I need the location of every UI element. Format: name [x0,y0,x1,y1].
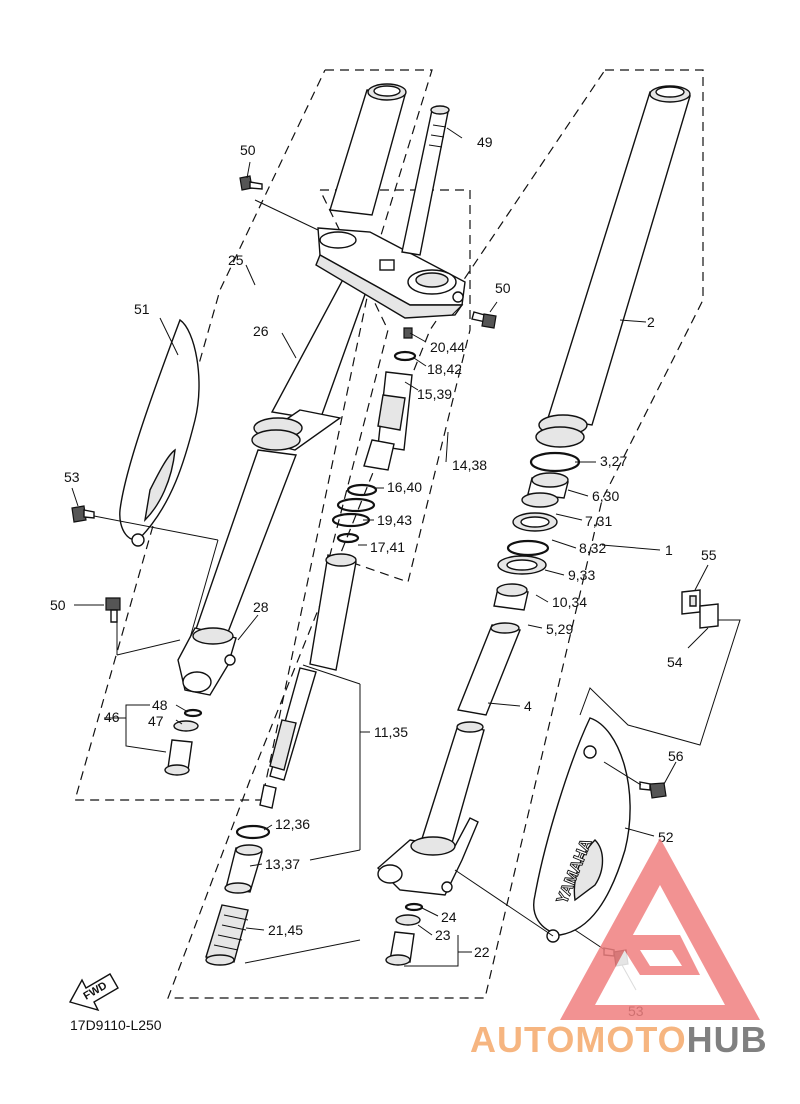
callout-50-right: 50 [495,280,511,296]
bolt-50-left [105,597,121,623]
right-inner-tube [419,622,521,851]
callout-7-31: 7,31 [585,513,612,529]
callout-51: 51 [134,301,150,317]
bolt-50-top [239,175,263,191]
outline-right-assembly [167,69,704,999]
callout-24: 24 [441,909,457,925]
callout-16-40: 16,40 [387,479,422,495]
callout-47: 47 [148,713,164,729]
left-fork-guard [119,318,200,547]
callout-26: 26 [253,323,269,339]
damper-rod-assembly [259,553,357,809]
watermark-text: AUTOMOTOHUB [470,1019,768,1060]
cable-guide-parts [681,589,719,629]
watermark-logo-triangle [560,838,760,1020]
callout-1: 1 [665,542,673,558]
callout-9-33: 9,33 [568,567,595,583]
left-outer-tube [194,83,407,641]
diagram-code: 17D9110-L250 [70,1017,162,1033]
callout-55: 55 [701,547,717,563]
callout-8-32: 8,32 [579,540,606,556]
callout-18-42: 18,42 [427,361,462,377]
callout-28: 28 [253,599,269,615]
watermark: AUTOMOTOHUB [470,838,768,1060]
callout-21-45: 21,45 [268,922,303,938]
part-callouts: 49 50 50 50 25 26 51 53 28 48 47 46 2 20… [50,134,717,1019]
upper-triple-clamp [315,227,466,319]
callout-19-43: 19,43 [377,512,412,528]
right-seal-stack [493,451,581,611]
callout-3-27: 3,27 [600,453,627,469]
callout-10-34: 10,34 [552,594,587,610]
leader-lines [71,127,741,991]
callout-23: 23 [435,927,451,943]
callout-2: 2 [647,314,655,330]
callout-50-left: 50 [50,597,66,613]
callout-52: 52 [658,829,674,845]
left-axle-bracket [177,627,237,696]
watermark-text-part1: AUTOMOTO [470,1019,687,1060]
steering-stem [401,105,450,256]
callout-5-29: 5,29 [546,621,573,637]
left-drain-parts [164,708,203,776]
callout-25: 25 [228,252,244,268]
damper-cartridge-upper [331,327,417,544]
callout-50-top: 50 [240,142,256,158]
callout-20-44: 20,44 [430,339,465,355]
callout-15-39: 15,39 [417,386,452,402]
bolt-53-left [71,505,95,523]
callout-53-left: 53 [64,469,80,485]
callout-4: 4 [524,698,532,714]
right-fork-guard: YAMAHA [533,717,631,943]
callout-22: 22 [474,944,490,960]
fork-spring-parts [205,824,271,966]
callout-54: 54 [667,654,683,670]
callout-11-35: 11,35 [374,724,408,740]
fwd-arrow: FWD [68,973,119,1012]
right-outer-tube [535,85,691,448]
callout-13-37: 13,37 [265,856,300,872]
callout-17-41: 17,41 [370,539,405,555]
outline-damper-assembly [319,189,471,583]
right-drain-parts [385,902,424,966]
bolt-56 [639,781,667,799]
callout-14-38: 14,38 [452,457,487,473]
right-axle-bracket [376,817,479,896]
callout-56: 56 [668,748,684,764]
callout-46: 46 [104,709,120,725]
callout-48: 48 [152,697,168,713]
callout-12-36: 12,36 [275,816,310,832]
watermark-text-part2: HUB [687,1019,768,1060]
callout-6-30: 6,30 [592,488,619,504]
callout-49: 49 [477,134,493,150]
bolt-50-right [471,311,497,329]
